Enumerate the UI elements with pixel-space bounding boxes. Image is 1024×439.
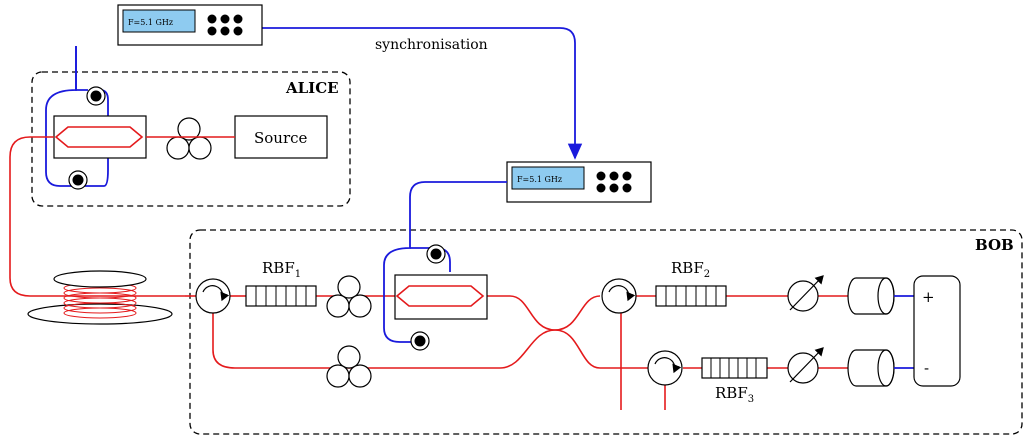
bob-polarization-controller-upper: [326, 275, 372, 318]
source-box: [234, 115, 328, 159]
attenuator-upper: [787, 275, 824, 312]
bob-generator-display: [511, 166, 585, 190]
photodiode-upper: [847, 277, 895, 315]
sync-label: synchronisation: [375, 37, 488, 53]
rbf3-filter: [701, 357, 768, 379]
top-signal-generator: F=5.1 GHz: [117, 4, 263, 46]
bob-generator-frequency: F=5.1 GHz: [517, 175, 562, 184]
rbf2-label: RBF2: [671, 259, 710, 280]
alice-rf-wire: [45, 46, 109, 187]
rbf1-filter: [245, 285, 317, 307]
plus-label: +: [922, 288, 935, 306]
fiber-lines: [9, 136, 850, 410]
bob-modulator: [394, 274, 488, 320]
circulator-2: [601, 278, 637, 314]
top-generator-display: [122, 9, 196, 33]
alice-polarization-controller: [166, 117, 212, 160]
rbf3-label: RBF3: [715, 384, 754, 405]
minus-label: -: [924, 359, 929, 377]
bob-signal-generator: F=5.1 GHz: [506, 161, 652, 203]
bob-polarization-controller-lower: [326, 345, 372, 388]
source-label: Source: [254, 129, 308, 147]
bob-box: [189, 229, 1023, 435]
rbf2-filter: [655, 285, 727, 307]
rbf1-label: RBF1: [262, 259, 301, 280]
circulator-3: [647, 350, 683, 386]
sync-line: [247, 20, 583, 160]
photodiode-lower: [847, 349, 895, 387]
bob-label: BOB: [975, 236, 1014, 254]
balanced-detector: [913, 275, 961, 387]
top-generator-frequency: F=5.1 GHz: [128, 18, 173, 27]
circulator-1: [195, 278, 231, 314]
attenuator-lower: [787, 347, 824, 384]
alice-modulator: [53, 115, 147, 159]
alice-label: ALICE: [285, 79, 339, 97]
fiber-spool: [27, 270, 173, 325]
bob-rf-wire: [383, 181, 507, 343]
